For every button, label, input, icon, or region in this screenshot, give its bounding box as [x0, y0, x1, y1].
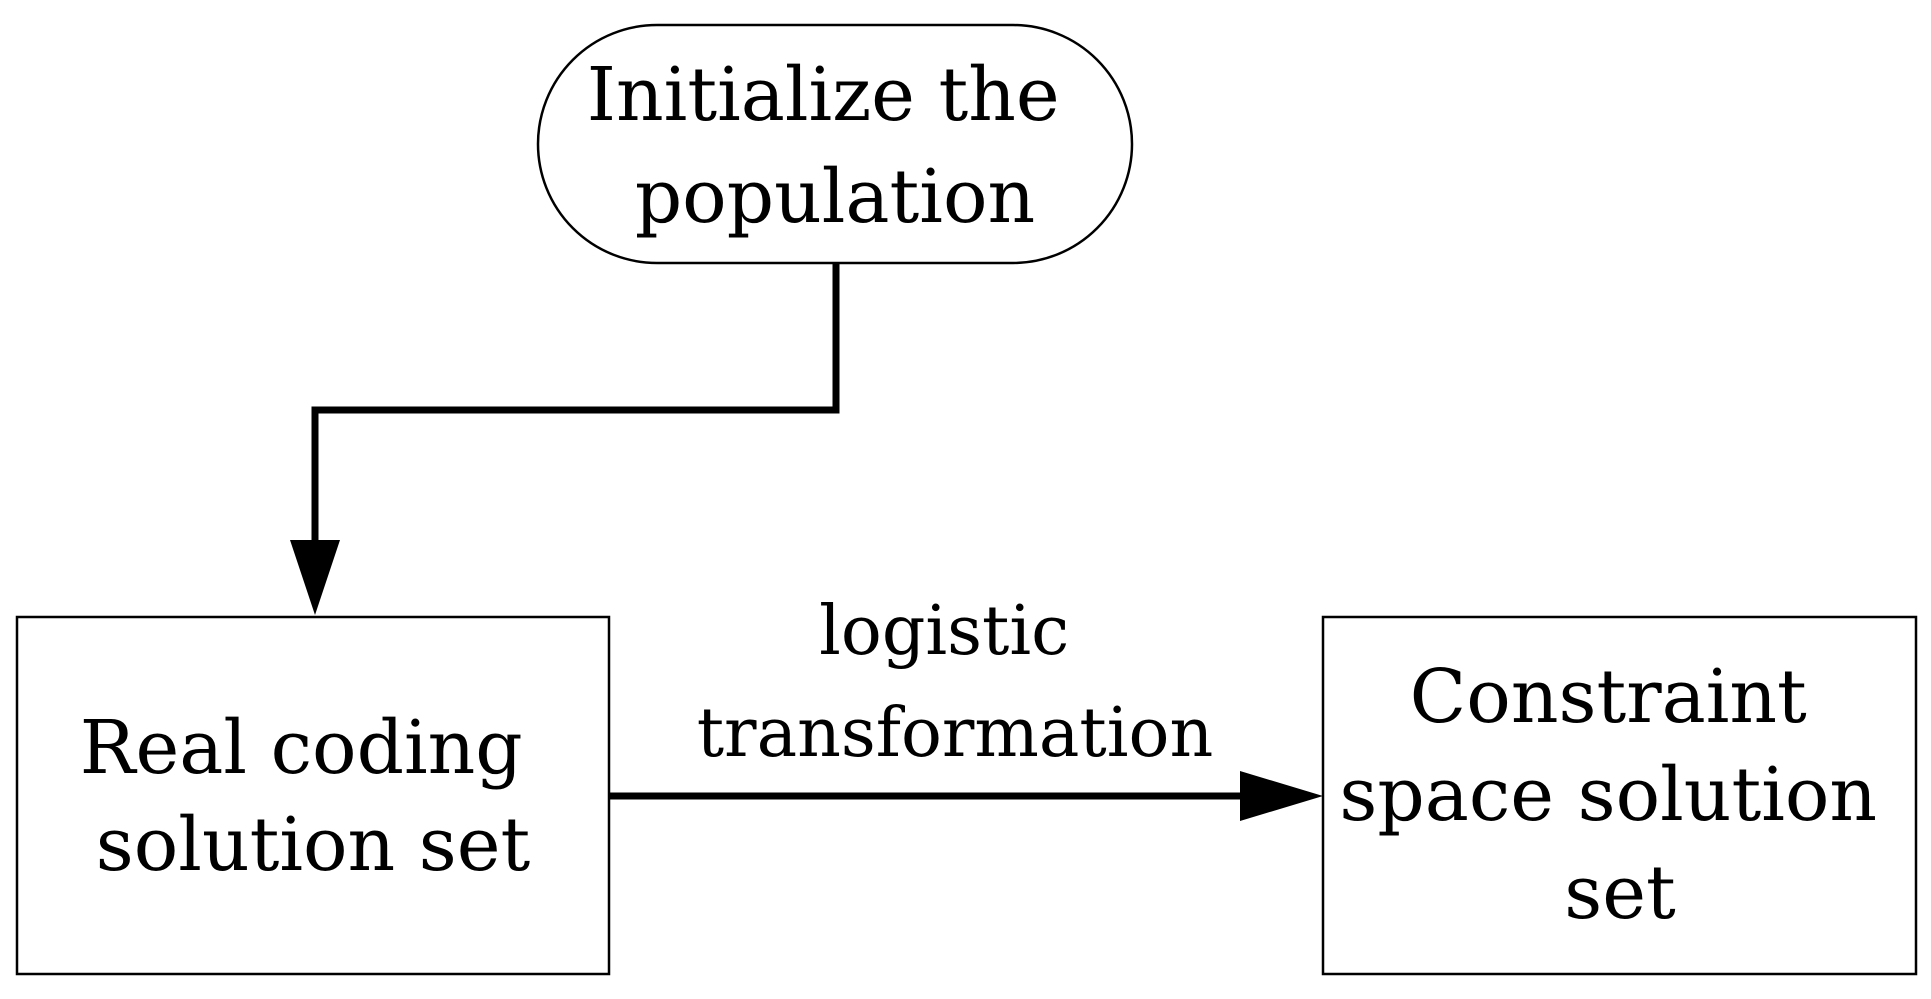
node-initialize-population-line-2: population — [635, 154, 1035, 240]
node-real-coding-line-2: solution set — [96, 802, 531, 888]
node-initialize-population: Initialize the population — [536, 23, 1134, 265]
arrowhead-right — [1240, 771, 1323, 821]
edge-label-line-1: logistic — [819, 592, 1069, 671]
node-constraint-line-3: set — [1564, 850, 1676, 936]
node-real-coding-line-1: Real coding — [80, 705, 523, 791]
process-box — [1321, 615, 1918, 976]
node-constraint-line-2: space solution — [1339, 752, 1877, 838]
process-box — [15, 615, 611, 976]
edge-init-to-real-coding — [290, 263, 840, 615]
edge-label-logistic-transformation: logistic transformation — [697, 592, 1214, 773]
node-constraint-space-solution-set: Constraint space solution set — [1321, 615, 1918, 976]
arrowhead-down — [290, 540, 340, 615]
edge-real-to-constraint: logistic transformation — [609, 592, 1323, 821]
edge-label-line-2: transformation — [697, 694, 1214, 773]
node-initialize-population-label: Initialize the population — [587, 52, 1083, 240]
node-real-coding-label: Real coding solution set — [80, 705, 546, 888]
connector-line — [311, 263, 840, 545]
node-real-coding-solution-set: Real coding solution set — [15, 615, 611, 976]
node-constraint-label: Constraint space solution set — [1339, 654, 1900, 936]
node-initialize-population-line-1: Initialize the — [587, 52, 1060, 138]
node-constraint-line-1: Constraint — [1410, 654, 1807, 740]
